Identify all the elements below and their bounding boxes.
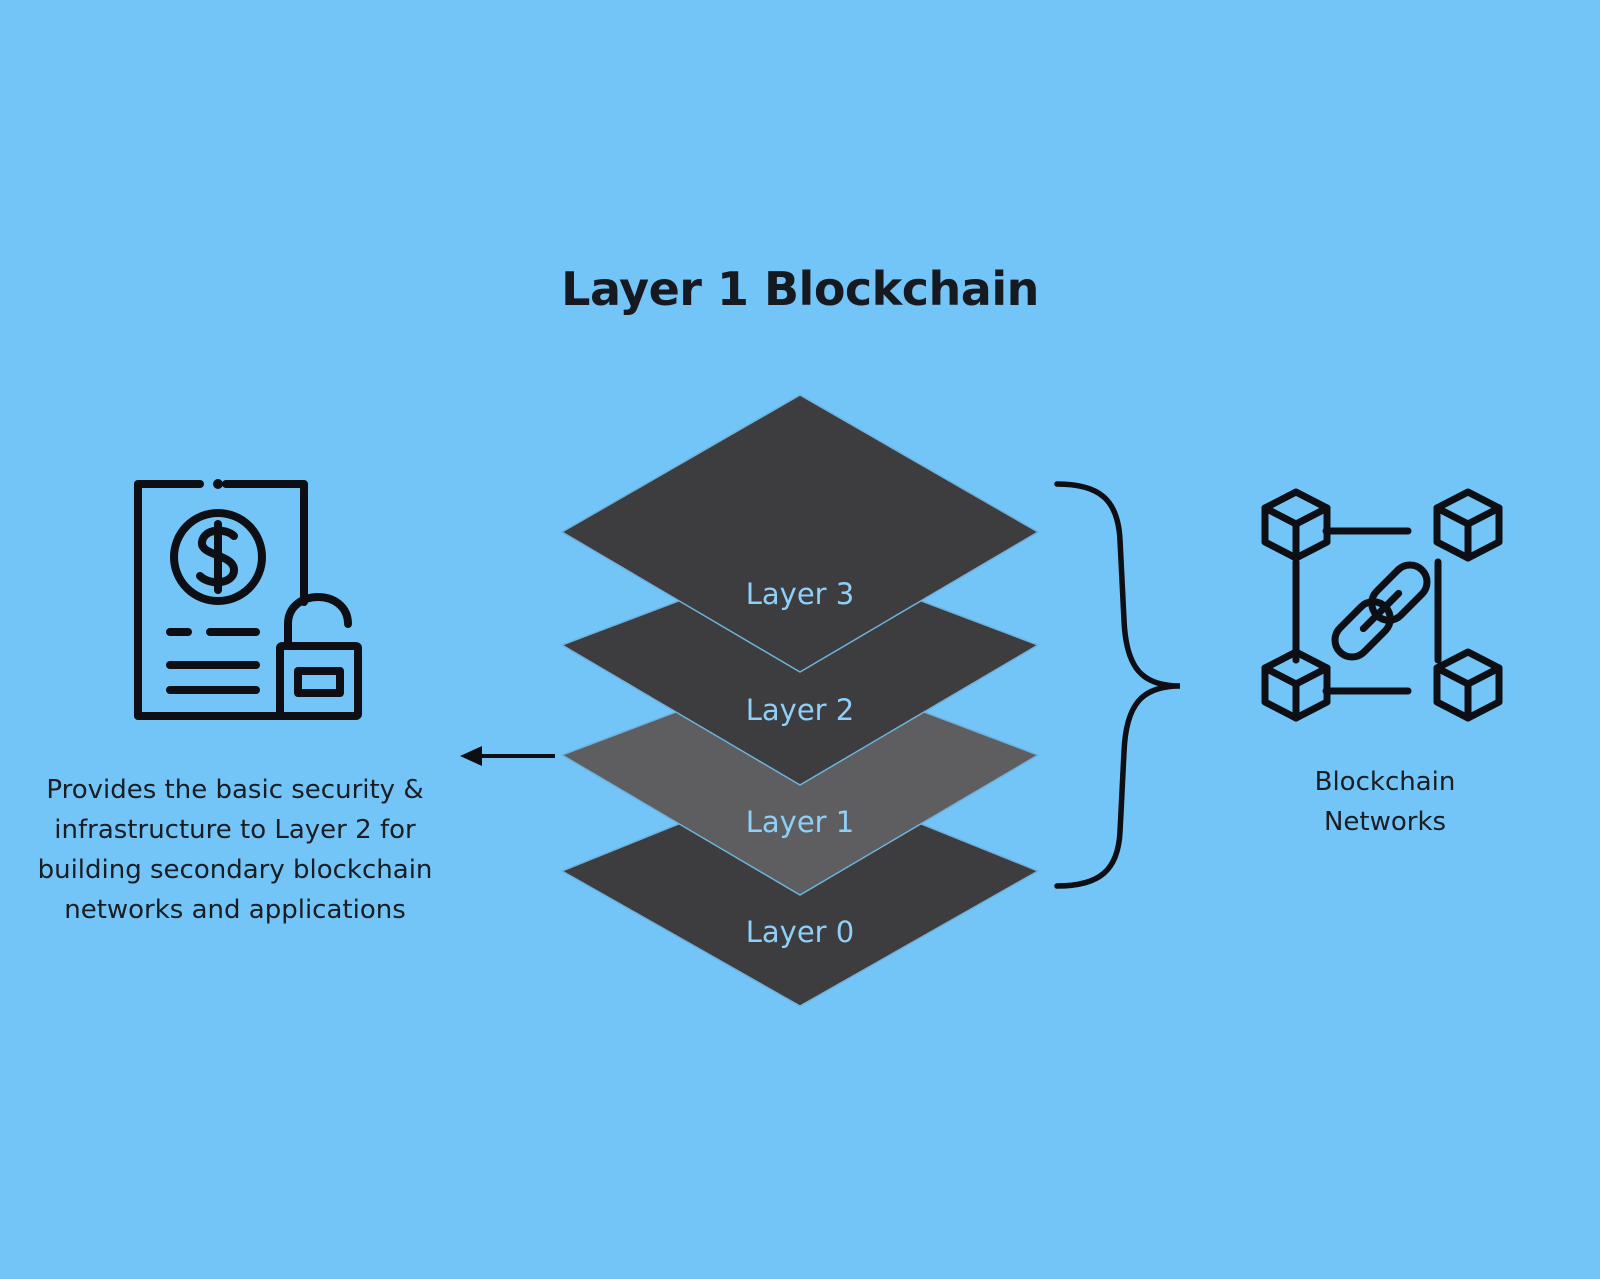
layer-1-description: Provides the basic security & infrastruc… [37,775,433,925]
right-curly-brace [1054,481,1181,889]
arrow-left-icon [460,746,555,766]
layer-3-group: Layer 3 [560,394,1040,673]
layer-0-label: Layer 0 [746,915,855,949]
layer-2-label: Layer 2 [746,693,855,727]
blockchain-networks-caption: Blockchain Networks [1314,767,1456,837]
blockchain-network-icon [1261,488,1503,722]
secure-document-dollar-icon [134,479,362,720]
layer-3-shape [560,394,1040,673]
diagram-title: Layer 1 Blockchain [561,262,1039,316]
layer-3-label: Layer 3 [746,577,855,611]
layer-1-label: Layer 1 [746,805,855,839]
